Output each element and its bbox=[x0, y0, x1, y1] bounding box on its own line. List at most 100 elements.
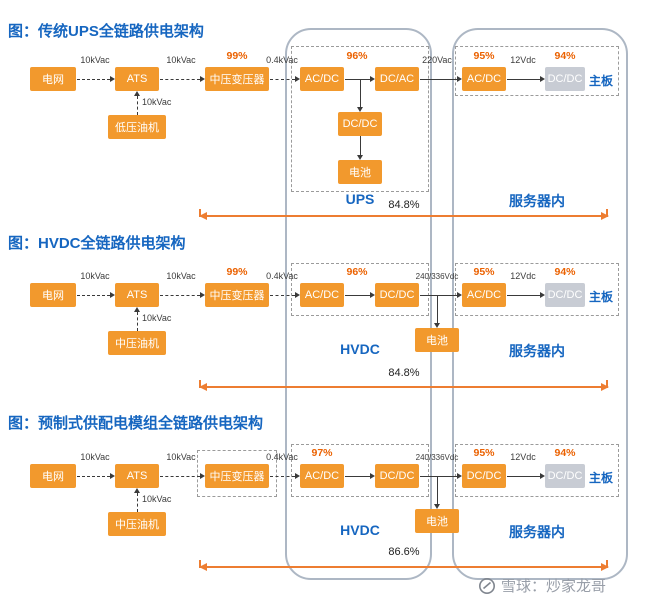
voltage-label: 10kVac bbox=[166, 452, 196, 462]
transformer-box: 中压变压器 bbox=[205, 283, 269, 307]
efficiency-percent: 95% bbox=[473, 447, 495, 459]
voltage-label: 10kVac bbox=[80, 452, 110, 462]
mainboard-label: 主板 bbox=[589, 471, 614, 485]
battery-box: 电池 bbox=[415, 328, 459, 352]
voltage-label: 10kVac bbox=[80, 55, 110, 65]
total-efficiency-label: 86.6% bbox=[388, 546, 420, 558]
efficiency-percent: 95% bbox=[473, 50, 495, 62]
efficiency-percent: 97% bbox=[311, 447, 333, 459]
dcdc-box: DC/DC bbox=[375, 283, 419, 307]
genset-box: 中压油机 bbox=[108, 512, 166, 536]
voltage-label: 240/336Vdc bbox=[415, 453, 459, 462]
xueqiu-logo-icon bbox=[478, 577, 496, 595]
arrow-ats-to-transformer bbox=[160, 292, 205, 298]
genset-box: 低压油机 bbox=[108, 115, 166, 139]
hvdc-dashed-group bbox=[291, 263, 429, 316]
total-efficiency-label: 84.8% bbox=[388, 367, 420, 379]
efficiency-span-arrow bbox=[199, 383, 609, 391]
voltage-label: 10kVac bbox=[166, 55, 196, 65]
efficiency-percent: 94% bbox=[554, 50, 576, 62]
voltage-label: 220Vac bbox=[422, 55, 452, 65]
acdc-box: AC/DC bbox=[300, 283, 344, 307]
voltage-label: 12Vdc bbox=[510, 452, 536, 462]
section-title: 图：传统UPS全链路供电架构 bbox=[8, 23, 204, 40]
grid-box: 电网 bbox=[30, 283, 76, 307]
server-dcdc-input-box: DC/DC bbox=[462, 464, 506, 488]
server-acdc-box: AC/DC bbox=[462, 67, 506, 91]
arrow-bus-to-dcdc bbox=[357, 80, 363, 112]
group-label-server: 服务器内 bbox=[509, 343, 565, 359]
voltage-label: 12Vdc bbox=[510, 55, 536, 65]
battery-box: 电池 bbox=[415, 509, 459, 533]
voltage-label: 10kVac bbox=[142, 313, 172, 323]
arrow-acdc-to-dcac bbox=[345, 76, 375, 82]
total-efficiency-label: 84.8% bbox=[388, 199, 420, 211]
ups-dcdc-box: DC/DC bbox=[338, 112, 382, 136]
arrow-transformer-to-acdc bbox=[270, 76, 300, 82]
grid-box: 电网 bbox=[30, 464, 76, 488]
arrow-dcdc-to-battery bbox=[357, 136, 363, 160]
mainboard-label: 主板 bbox=[589, 290, 614, 304]
efficiency-percent: 99% bbox=[226, 50, 248, 62]
server-dcdc-box: DC/DC bbox=[545, 67, 585, 91]
arrow-genset-to-ats bbox=[134, 307, 140, 331]
arrow-bus-to-battery bbox=[434, 477, 440, 509]
arrow-bus-to-battery bbox=[434, 296, 440, 328]
group-label-hvdc: HVDC bbox=[340, 341, 380, 357]
server-dashed-group bbox=[455, 263, 619, 316]
server-column bbox=[452, 28, 628, 580]
voltage-label: 240/336Vdc bbox=[415, 272, 459, 281]
ats-box: ATS bbox=[115, 464, 159, 488]
efficiency-percent: 94% bbox=[554, 266, 576, 278]
hvdc-dashed-group bbox=[291, 444, 429, 497]
transformer-dashed-group bbox=[197, 450, 277, 497]
arrow-acdc-to-dcdc bbox=[345, 473, 375, 479]
server-acdc-box: AC/DC bbox=[462, 283, 506, 307]
arrow-transformer-to-acdc bbox=[270, 473, 300, 479]
group-label-server: 服务器内 bbox=[509, 524, 565, 540]
voltage-label: 10kVac bbox=[142, 97, 172, 107]
arrow-to-dcdc bbox=[507, 76, 545, 82]
efficiency-percent: 96% bbox=[346, 266, 368, 278]
mainboard-label: 主板 bbox=[589, 74, 614, 88]
group-label-server: 服务器内 bbox=[509, 193, 565, 209]
arrow-to-dcdc bbox=[507, 473, 545, 479]
battery-box: 电池 bbox=[338, 160, 382, 184]
ups-dashed-group bbox=[291, 46, 429, 192]
grid-box: 电网 bbox=[30, 67, 76, 91]
server-dcdc-box: DC/DC bbox=[545, 283, 585, 307]
acdc-box: AC/DC bbox=[300, 464, 344, 488]
arrow-ats-to-transformer bbox=[160, 76, 205, 82]
dcdc-box: DC/DC bbox=[375, 464, 419, 488]
voltage-label: 0.4kVac bbox=[266, 452, 298, 462]
genset-box: 中压油机 bbox=[108, 331, 166, 355]
efficiency-percent: 94% bbox=[554, 447, 576, 459]
group-label-ups: UPS bbox=[345, 191, 375, 207]
section-title: 图：预制式供配电模组全链路供电架构 bbox=[8, 415, 264, 432]
arrow-dcac-to-server bbox=[420, 76, 462, 82]
arrow-genset-to-ats bbox=[134, 91, 140, 115]
acdc-box: AC/DC bbox=[300, 67, 344, 91]
efficiency-percent: 99% bbox=[226, 266, 248, 278]
arrow-grid-to-ats bbox=[77, 473, 115, 479]
ats-box: ATS bbox=[115, 67, 159, 91]
arrow-to-dcdc bbox=[507, 292, 545, 298]
dcac-box: DC/AC bbox=[375, 67, 419, 91]
voltage-label: 12Vdc bbox=[510, 271, 536, 281]
transformer-box: 中压变压器 bbox=[205, 464, 269, 488]
arrow-grid-to-ats bbox=[77, 76, 115, 82]
watermark-text: 雪球：炒家龙哥 bbox=[501, 578, 607, 595]
arrow-dcdc-to-server bbox=[420, 292, 462, 298]
arrow-grid-to-ats bbox=[77, 292, 115, 298]
power-equipment-column bbox=[285, 28, 432, 580]
server-dashed-group bbox=[455, 444, 619, 497]
arrow-transformer-to-acdc bbox=[270, 292, 300, 298]
efficiency-span-arrow bbox=[199, 212, 609, 220]
arrow-dcdc-to-server bbox=[420, 473, 462, 479]
arrow-acdc-to-dcdc bbox=[345, 292, 375, 298]
voltage-label: 10kVac bbox=[166, 271, 196, 281]
section-title: 图：HVDC全链路供电架构 bbox=[8, 235, 186, 252]
ats-box: ATS bbox=[115, 283, 159, 307]
arrow-ats-to-transformer bbox=[160, 473, 205, 479]
